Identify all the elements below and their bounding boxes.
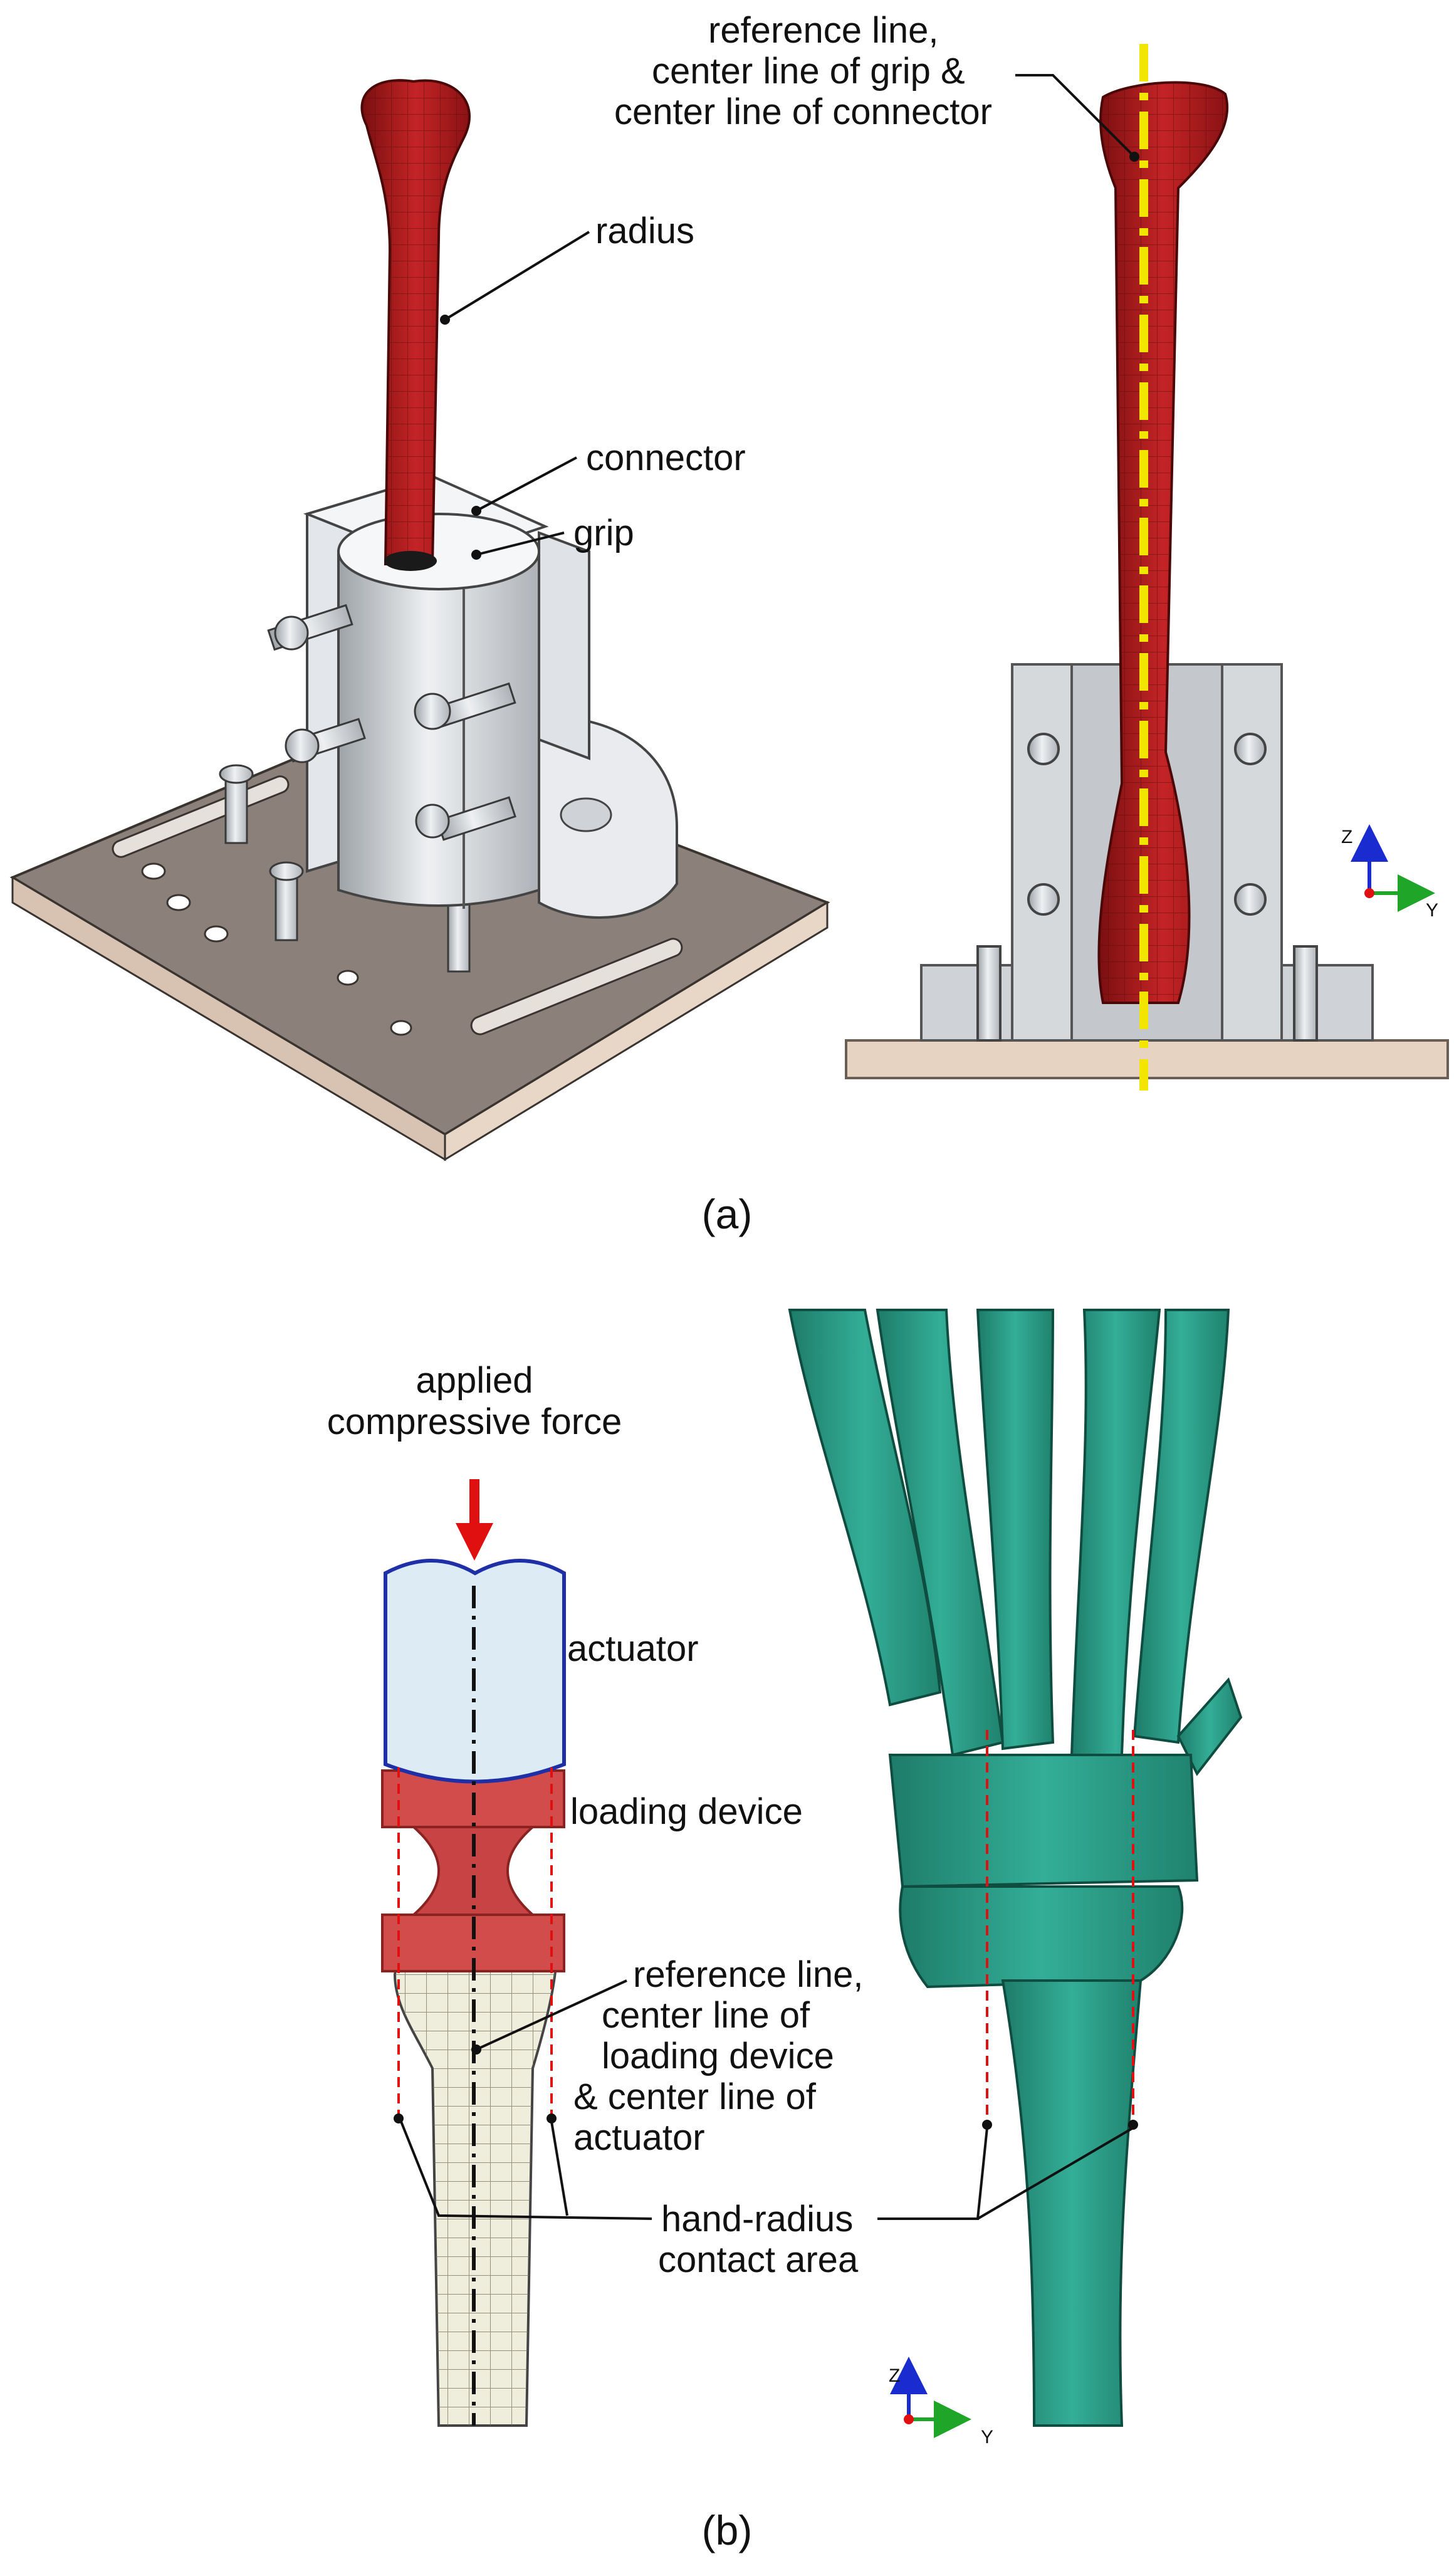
label-contact-1: hand-radius <box>661 2199 853 2239</box>
panel-a-y-axis-label: Y <box>1426 900 1438 921</box>
caption-b: (b) <box>702 2507 753 2553</box>
panel-a-front-view-illustration <box>845 44 1449 1091</box>
panel-b-loading-illustration <box>381 1479 566 2427</box>
panel-a-fixture-illustration <box>9 79 830 1161</box>
panel-a-z-axis-label: Z <box>1341 827 1352 847</box>
label-grip: grip <box>573 513 634 553</box>
label-b-reference-line-2: center line of <box>602 1995 810 2036</box>
panel-b-z-axis-label: Z <box>889 2365 900 2386</box>
label-a-reference-line-2: center line of grip & <box>652 51 965 92</box>
label-b-reference-line-3: loading device <box>602 2036 834 2076</box>
label-loading-device: loading device <box>570 1791 803 1832</box>
label-b-reference-line-1: reference line, <box>633 1954 864 1995</box>
label-force-2: compressive force <box>327 1401 622 1442</box>
label-actuator: actuator <box>567 1628 699 1669</box>
panel-b-hand-illustration <box>788 1309 1243 2427</box>
label-connector: connector <box>586 437 746 478</box>
caption-a: (a) <box>702 1191 753 1237</box>
label-radius: radius <box>595 211 694 251</box>
panel-b-axis-triad: Z Y <box>889 2357 993 2448</box>
label-b-reference-line-5: actuator <box>573 2117 705 2158</box>
label-a-reference-line-3: center line of connector <box>614 92 992 132</box>
label-contact-2: contact area <box>658 2239 859 2280</box>
panel-a-axis-triad: Z Y <box>1341 824 1438 921</box>
label-a-reference-line-1: reference line, <box>708 10 939 51</box>
label-force-1: applied <box>416 1360 533 1401</box>
panel-b-y-axis-label: Y <box>981 2427 993 2448</box>
label-b-reference-line-4: & center line of <box>573 2076 817 2117</box>
